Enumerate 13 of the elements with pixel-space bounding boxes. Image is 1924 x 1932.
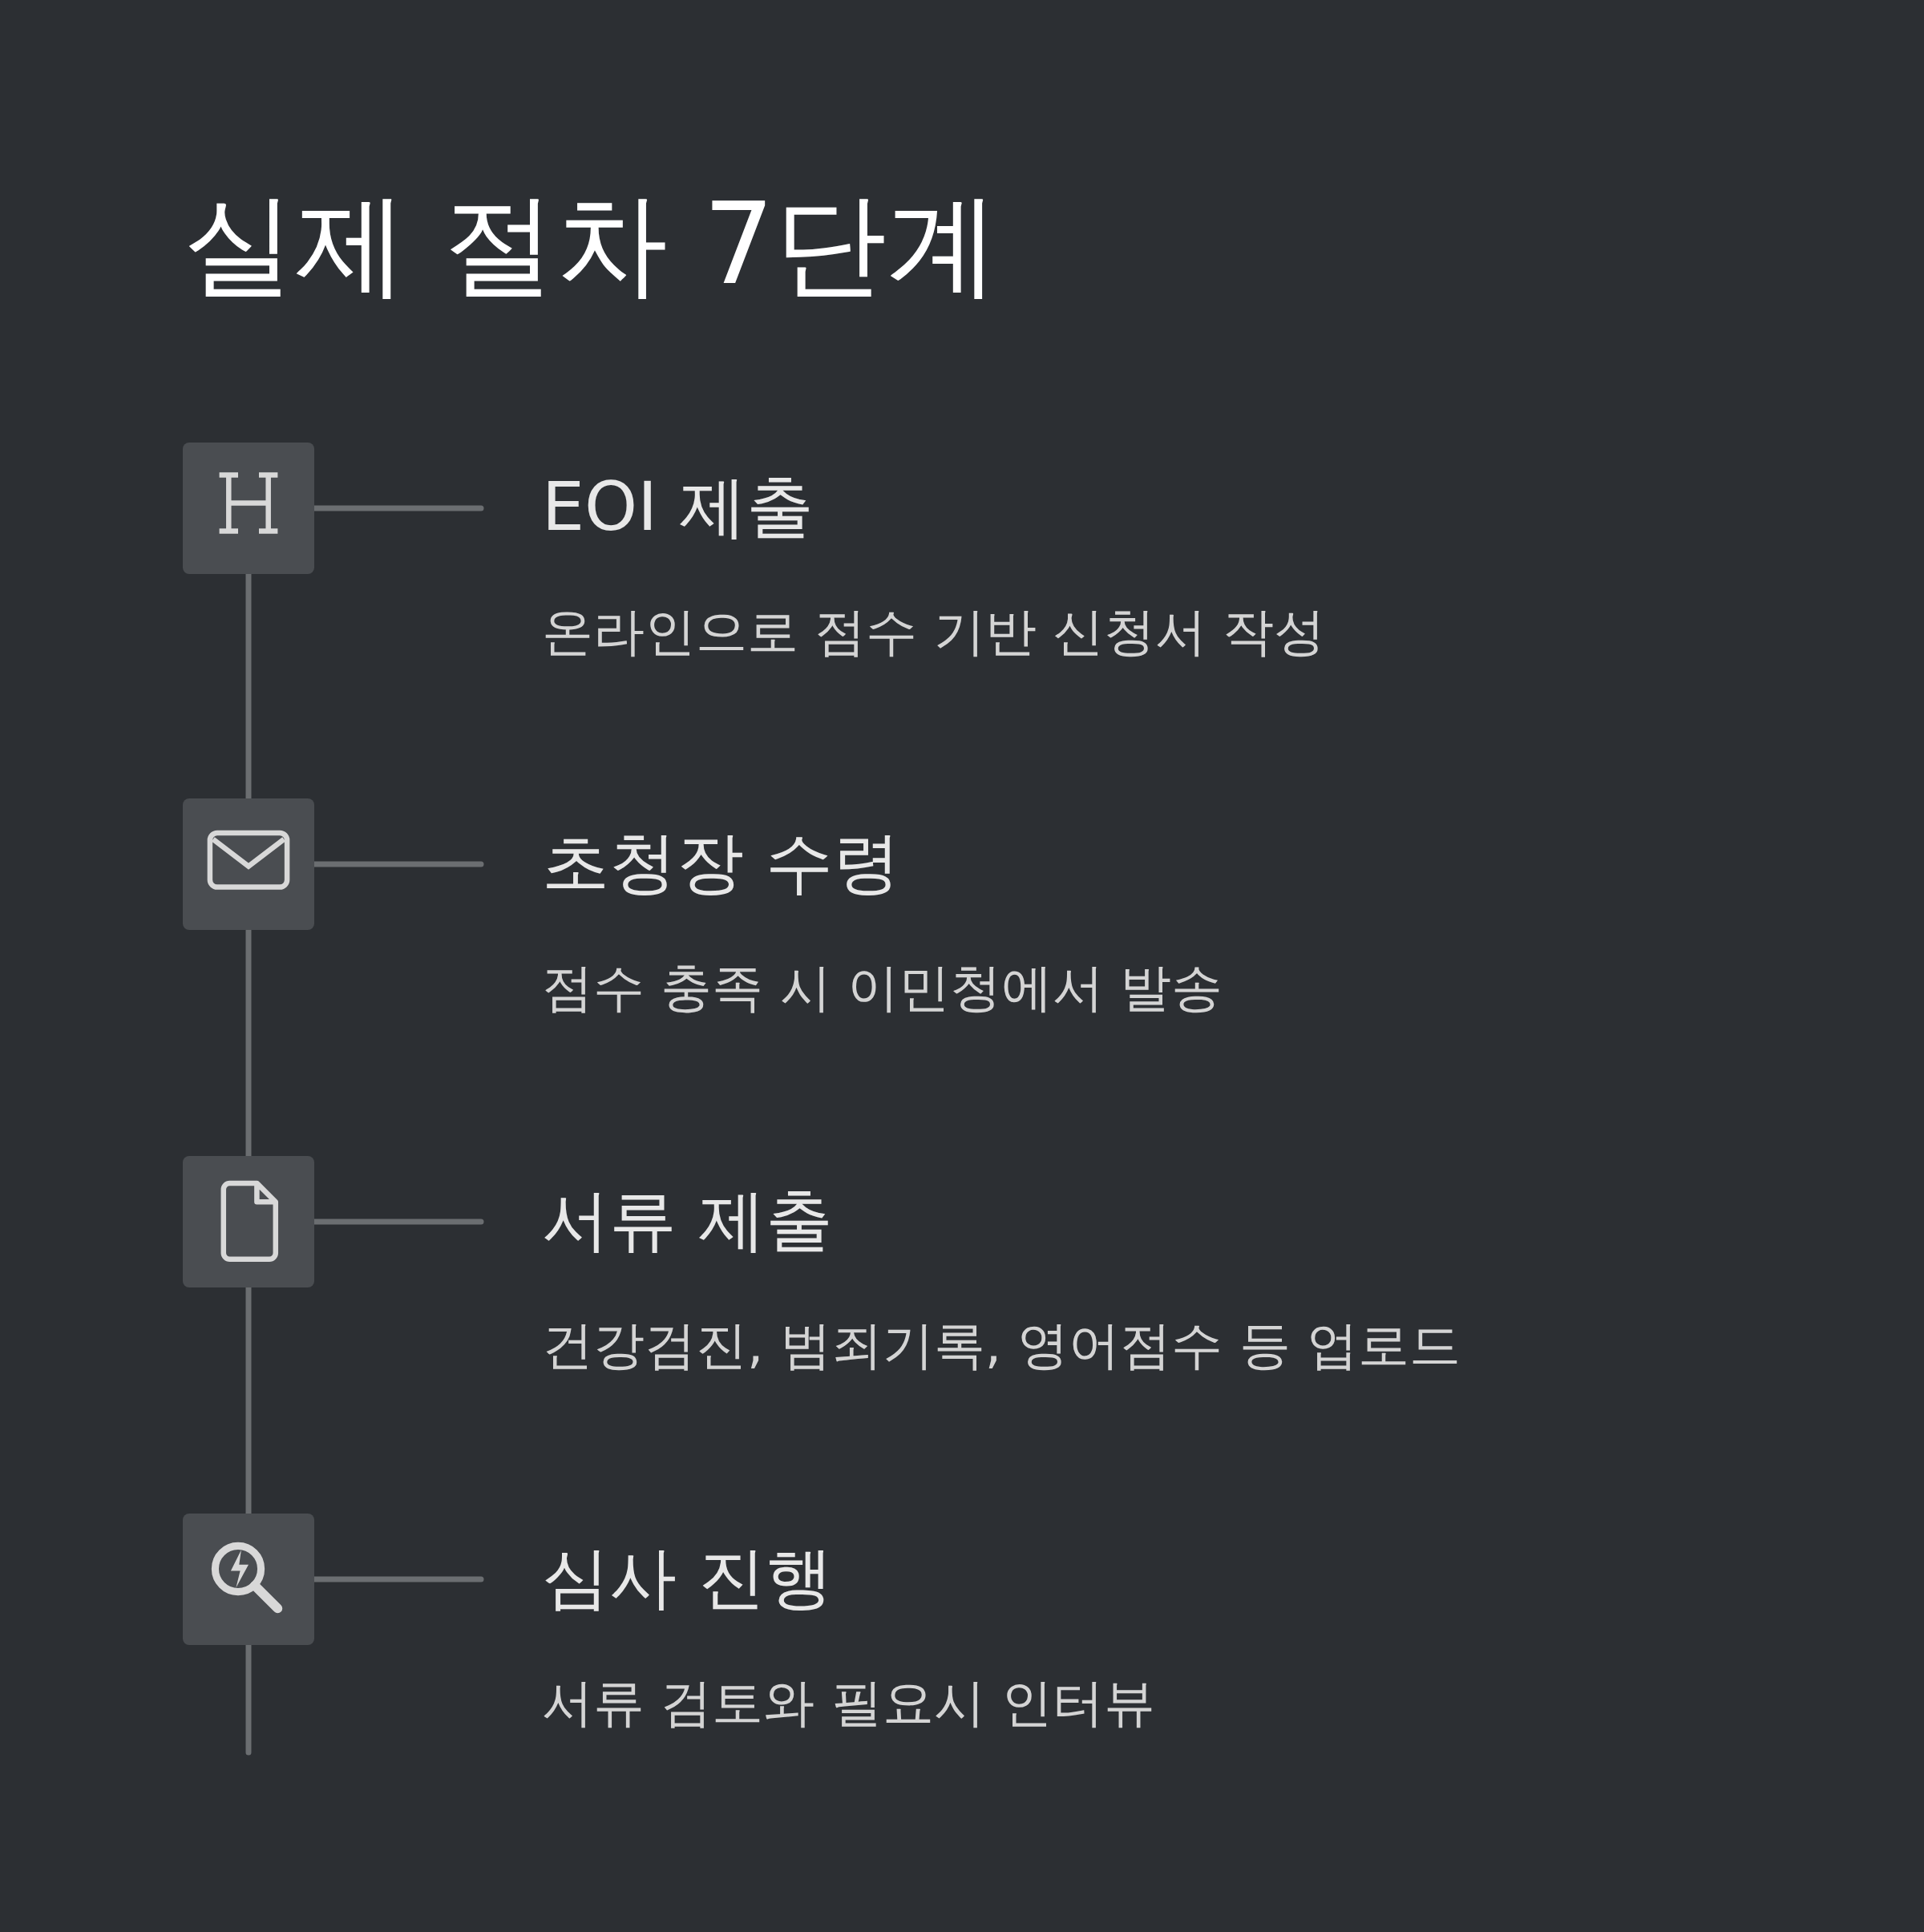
step-description: 서류 검토와 필요시 인터뷰 [542, 1672, 1156, 1734]
icon-tile [183, 798, 314, 930]
step-heading: 초청장 수령 [542, 823, 900, 903]
step-heading: 심사 진행 [542, 1538, 833, 1618]
step-description: 점수 충족 시 이민청에서 발송 [542, 957, 1223, 1019]
step-heading: EOI 제출 [542, 467, 814, 547]
title: 실제 절차 7단계 [183, 178, 1000, 311]
step-description: 건강검진, 범죄기록, 영어점수 등 업로드 [542, 1315, 1461, 1376]
step-heading: 서류 제출 [542, 1180, 833, 1260]
icon-tile [183, 1514, 314, 1645]
step-description: 온라인으로 점수 기반 신청서 작성 [542, 601, 1326, 663]
icon-tile [183, 1156, 314, 1287]
icon-tile [183, 443, 314, 574]
